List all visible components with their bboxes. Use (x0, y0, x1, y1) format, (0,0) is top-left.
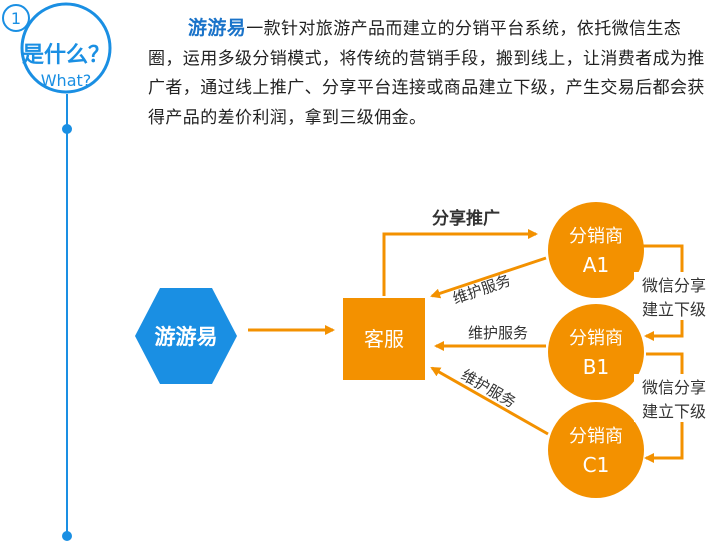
brand-name: 游游易 (188, 17, 247, 39)
distributor-b1-code: B1 (583, 355, 609, 379)
intro-text: 一款针对旅游产品而建立的分销平台系统，依托微信生态圈，运用多级分销模式，将传统的… (148, 19, 705, 128)
wechat-label-2-line2: 建立下级 (642, 402, 706, 421)
distributor-c1-code: C1 (583, 453, 610, 477)
badge-subtitle: What? (41, 71, 92, 90)
wechat-label-1-bg (634, 272, 714, 320)
distributor-a1 (548, 202, 644, 298)
distributor-a1-title: 分销商 (569, 226, 623, 247)
maintain-label-2: 维护服务 (468, 324, 528, 342)
timeline-dot-bottom (62, 531, 72, 541)
arrow-maintain-a1 (430, 256, 547, 299)
timeline-line (66, 94, 68, 538)
intro-paragraph: 游游易一款针对旅游产品而建立的分销平台系统，依托微信生态圈，运用多级分销模式，将… (148, 14, 714, 133)
wechat-label-1-line1: 微信分享 (642, 276, 706, 295)
maintain-label-1: 维护服务 (450, 271, 513, 308)
brand-hexagon (135, 288, 237, 384)
wechat-label-2-line1: 微信分享 (642, 378, 706, 397)
step-number-circle (2, 4, 30, 32)
what-badge: 1 是什么？ What? (2, 2, 130, 94)
wechat-label-1-line2: 建立下级 (642, 300, 706, 319)
distributor-a1-code: A1 (583, 253, 609, 277)
arrow-maintain-c1 (430, 366, 549, 436)
distributor-b1-title: 分销商 (569, 328, 623, 349)
distributor-c1-title: 分销商 (569, 426, 623, 447)
badge-title: 是什么？ (22, 43, 110, 68)
arrow-share-promote (382, 229, 538, 296)
service-node-label: 客服 (364, 327, 404, 351)
wechat-label-2-bg (634, 374, 714, 422)
service-node (343, 298, 425, 380)
step-number: 1 (11, 9, 21, 28)
share-promote-label: 分享推广 (432, 208, 500, 229)
distributor-c1 (548, 402, 644, 498)
brand-node-label: 游游易 (155, 325, 218, 349)
distributor-b1 (548, 304, 644, 400)
timeline-dot-top (62, 124, 72, 134)
